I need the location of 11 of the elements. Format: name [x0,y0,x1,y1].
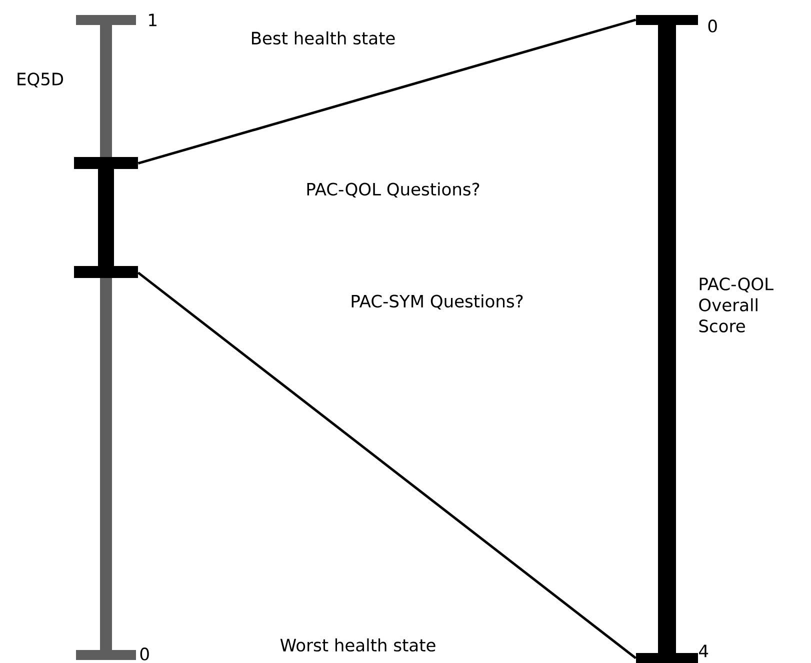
region-label: PAC-QOL Questions? [307,182,480,198]
scale-bar [636,15,698,663]
connector-line [137,272,637,660]
tick-label: 0 [140,648,149,660]
region-label: PAC-SYM Questions? [352,294,523,310]
tick-label: 1 [149,14,156,26]
connector-line [138,18,636,164]
axis-title: EQ5D [18,72,64,88]
scale-bar [74,156,138,278]
scale-end-label: Worst health state [280,638,436,652]
scale-end-label: Best health state [252,31,395,45]
